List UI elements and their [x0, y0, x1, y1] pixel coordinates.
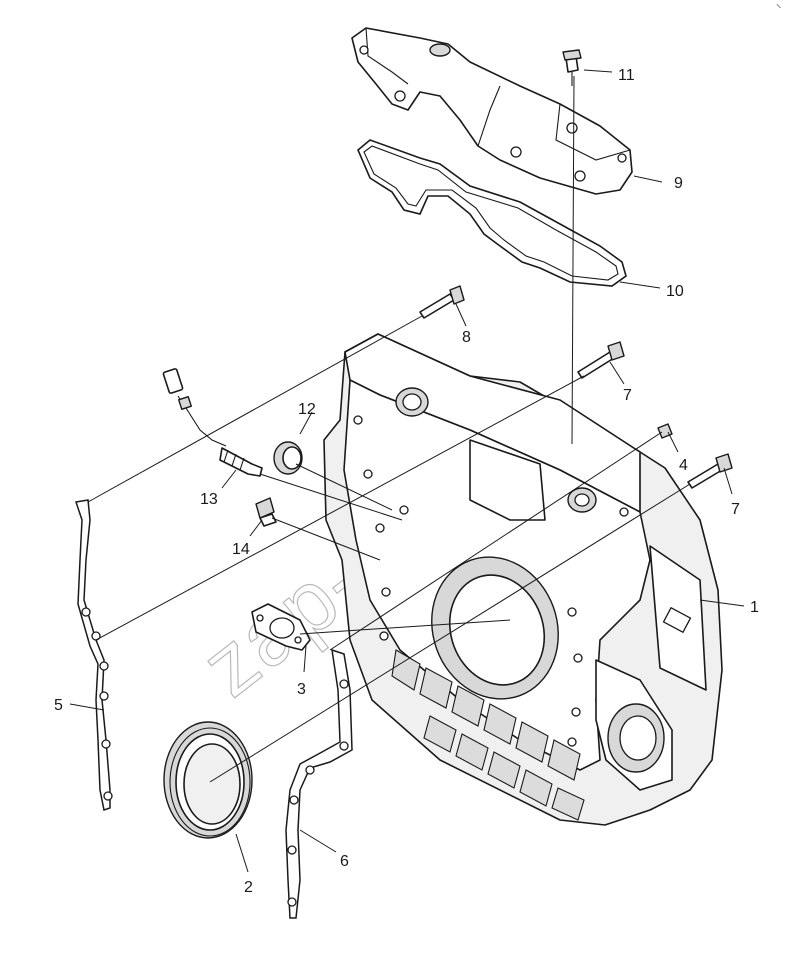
callout-8: 8 — [462, 329, 471, 346]
gasket-5 — [75, 499, 113, 811]
gasket-6 — [285, 648, 353, 919]
callout-labels: 1 2 3 4 5 6 7 7 8 9 10 11 12 13 14 — [54, 67, 759, 896]
bolt-8 — [419, 285, 465, 319]
callout-2: 2 — [244, 879, 253, 896]
callout-11: 11 — [618, 67, 635, 84]
callout-5: 5 — [54, 697, 63, 714]
bolt-7-upper — [577, 341, 625, 379]
callout-10: 10 — [666, 283, 684, 300]
callout-4: 4 — [679, 457, 688, 474]
callout-13: 13 — [200, 491, 218, 508]
seal-12 — [273, 441, 303, 475]
plug-4 — [657, 423, 673, 439]
plug-14 — [255, 497, 277, 527]
cover-plate-3 — [251, 603, 311, 651]
callout-9: 9 — [674, 175, 683, 192]
housing-ribs — [391, 649, 585, 821]
callout-7-lower: 7 — [731, 501, 740, 518]
callout-7-upper: 7 — [623, 387, 632, 404]
top-cover — [351, 27, 633, 195]
callout-3: 3 — [297, 681, 306, 698]
bolt-7-lower — [687, 453, 733, 489]
corner-mark: ⸌ — [776, 3, 782, 15]
sensor-13 — [162, 368, 263, 477]
flywheel-housing — [323, 333, 723, 826]
callout-12: 12 — [298, 401, 316, 418]
leader-lines — [69, 69, 745, 873]
cover-gasket — [357, 139, 627, 287]
bolt-11 — [562, 49, 582, 86]
callout-6: 6 — [340, 853, 349, 870]
crankshaft-seal-2 — [163, 721, 253, 839]
callout-14: 14 — [232, 541, 250, 558]
callout-1: 1 — [750, 599, 759, 616]
